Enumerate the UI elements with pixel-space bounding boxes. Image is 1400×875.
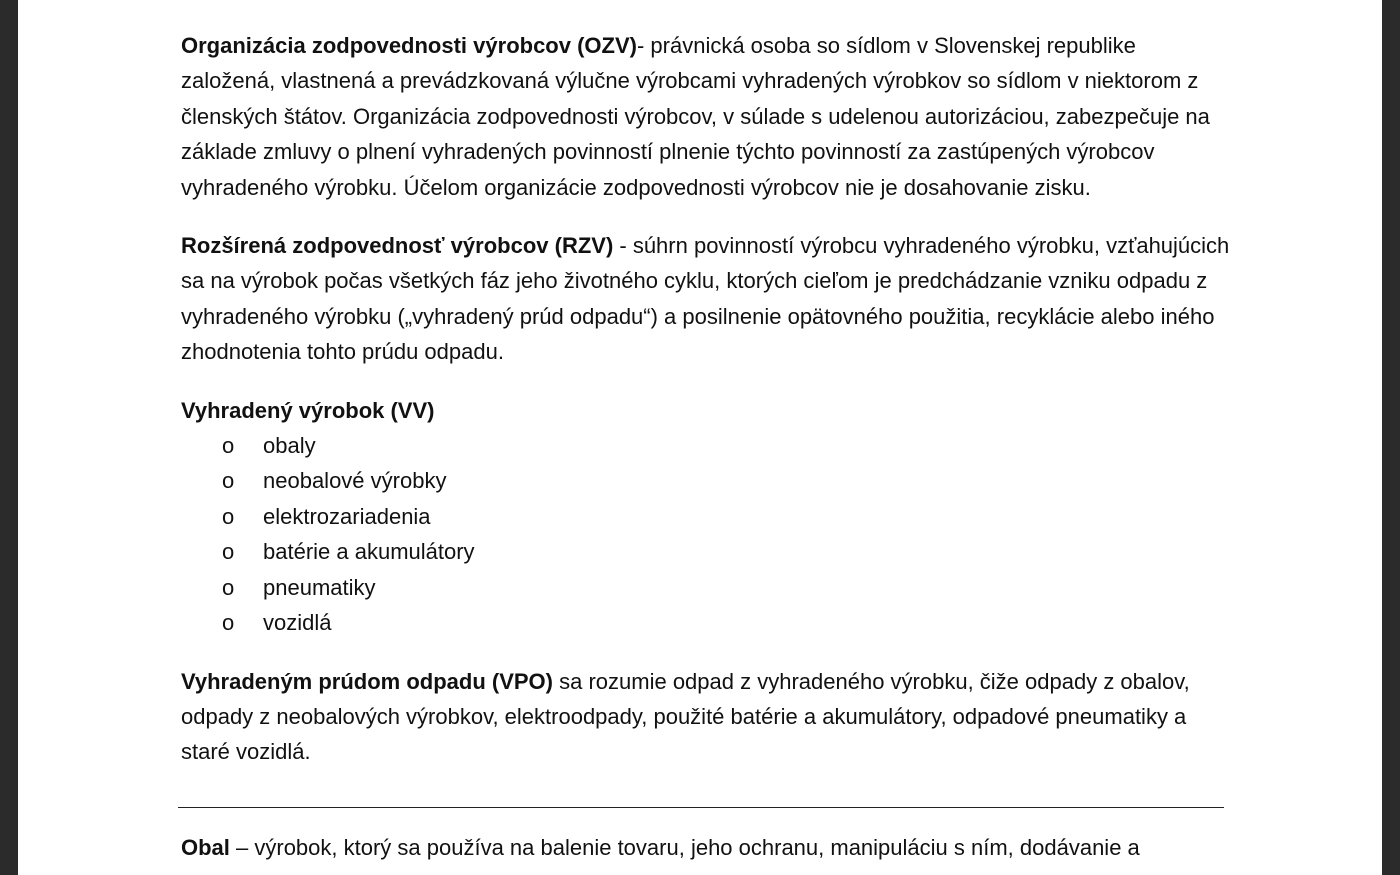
rzv-definition: Rozšírená zodpovednosť výrobcov (RZV) - … bbox=[181, 228, 1231, 370]
ozv-term: Organizácia zodpovednosti výrobcov (OZV) bbox=[181, 33, 637, 58]
horizontal-divider bbox=[178, 807, 1224, 808]
ozv-text: - právnická osoba so sídlom v Slovenskej… bbox=[181, 33, 1210, 200]
bullet-icon: o bbox=[222, 433, 235, 459]
list-item-label: vozidlá bbox=[263, 610, 332, 636]
vv-heading: Vyhradený výrobok (VV) bbox=[181, 397, 435, 423]
list-item: o pneumatiky bbox=[181, 570, 1231, 605]
list-item-label: elektrozariadenia bbox=[263, 503, 431, 529]
vpo-term: Vyhradeným prúdom odpadu (VPO) bbox=[181, 668, 553, 694]
bullet-icon: o bbox=[222, 610, 235, 636]
list-item: o elektrozariadenia bbox=[181, 499, 1231, 534]
bullet-icon: o bbox=[222, 539, 235, 565]
obal-text: – výrobok, ktorý sa používa na balenie t… bbox=[229, 835, 1140, 860]
list-item-label: obaly bbox=[263, 433, 316, 459]
list-item: o vozidlá bbox=[181, 605, 1231, 640]
viewer-right-margin bbox=[1382, 0, 1400, 875]
list-item-label: pneumatiky bbox=[263, 574, 376, 600]
document-content: Organizácia zodpovednosti výrobcov (OZV)… bbox=[181, 28, 1231, 793]
rzv-term: Rozšírená zodpovednosť výrobcov (RZV) bbox=[181, 233, 614, 259]
obal-definition: Obal – výrobok, ktorý sa používa na bale… bbox=[181, 830, 1231, 865]
vpo-definition: Vyhradeným prúdom odpadu (VPO) sa rozumi… bbox=[181, 664, 1231, 770]
list-item: o neobalové výrobky bbox=[181, 463, 1231, 498]
rzv-text: - súhrn povinností výrobcu vyhradeného v… bbox=[181, 233, 1230, 365]
ozv-definition: Organizácia zodpovednosti výrobcov (OZV)… bbox=[181, 28, 1231, 205]
list-item-label: neobalové výrobky bbox=[263, 468, 447, 494]
viewer-left-margin bbox=[0, 0, 18, 875]
obal-term: Obal bbox=[181, 835, 230, 860]
document-page: Organizácia zodpovednosti výrobcov (OZV)… bbox=[18, 0, 1382, 875]
list-item: o obaly bbox=[181, 428, 1231, 463]
vpo-text: sa rozumie odpad z vyhradeného výrobku, … bbox=[181, 668, 1190, 765]
bullet-icon: o bbox=[222, 503, 235, 529]
bullet-icon: o bbox=[222, 468, 235, 494]
list-item-label: batérie a akumulátory bbox=[263, 539, 475, 565]
list-item: o batérie a akumulátory bbox=[181, 534, 1231, 569]
vv-list: o obaly o neobalové výrobky o elektrozariad… bbox=[181, 428, 1231, 640]
bullet-icon: o bbox=[222, 574, 235, 600]
